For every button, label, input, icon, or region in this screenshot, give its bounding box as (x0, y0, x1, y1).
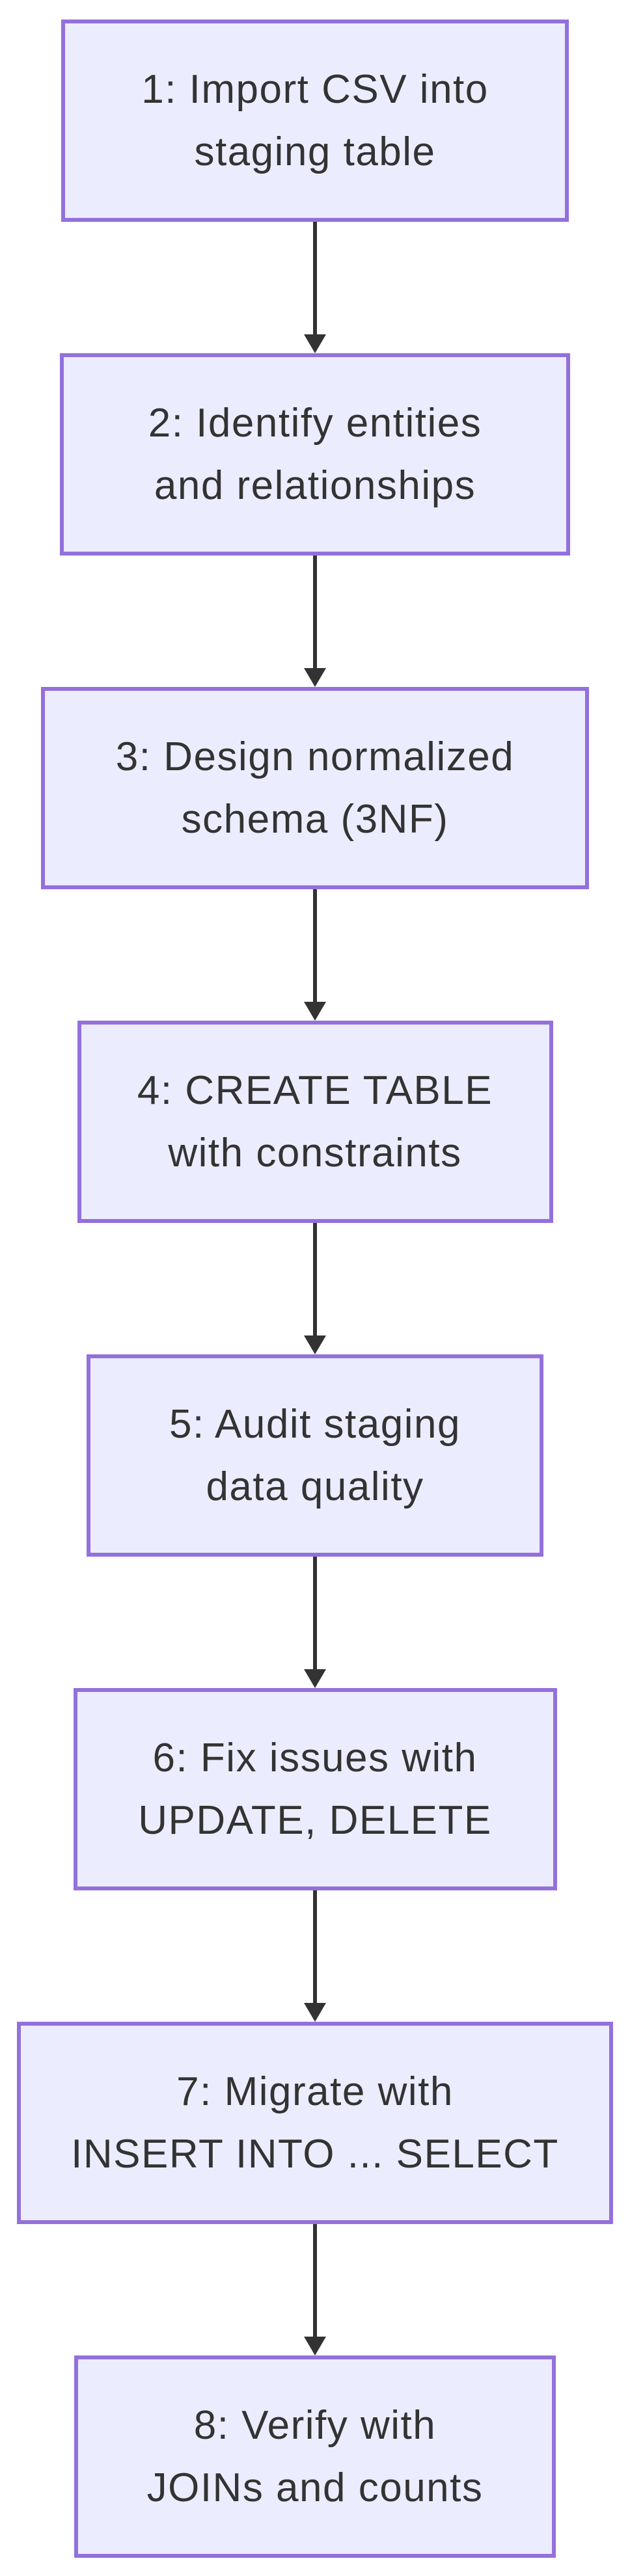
node-label-line: data quality (206, 1464, 424, 1509)
node-label-line: 3: Design normalized (115, 734, 515, 779)
node-label-line: 4: CREATE TABLE (137, 1067, 493, 1113)
node-label-line: UPDATE, DELETE (138, 1797, 492, 1843)
arrow-line (313, 556, 317, 668)
edge-step7-step8 (304, 2224, 326, 2355)
arrowhead-down-icon (304, 334, 326, 353)
edge-step1-step2 (304, 222, 326, 353)
arrowhead-down-icon (304, 1669, 326, 1688)
node-label-line: schema (3NF) (181, 796, 449, 842)
node-label-line: 8: Verify with (193, 2402, 437, 2448)
flow-node-step4: 4: CREATE TABLE with constraints (77, 1021, 553, 1223)
node-label-line: 5: Audit staging (169, 1401, 461, 1447)
flow-node-step5: 5: Audit staging data quality (87, 1354, 543, 1557)
edge-step6-step7 (304, 1890, 326, 2022)
node-label-line: and relationships (154, 463, 476, 508)
flow-node-step6: 6: Fix issues with UPDATE, DELETE (73, 1688, 557, 1890)
edge-step5-step6 (304, 1557, 326, 1688)
node-label-line: 7: Migrate with (176, 2069, 454, 2114)
arrow-line (313, 889, 317, 1002)
flow-node-step1: 1: Import CSV into staging table (61, 20, 569, 222)
node-label-line: 2: Identify entities (148, 400, 482, 446)
node-label-line: JOINs and counts (146, 2465, 484, 2510)
node-label-line: staging table (194, 129, 436, 174)
arrow-line (313, 1890, 317, 2003)
flow-node-step2: 2: Identify entities and relationships (60, 353, 570, 556)
arrowhead-down-icon (304, 2337, 326, 2355)
arrow-line (313, 1557, 317, 1669)
arrow-line (313, 2224, 317, 2337)
arrowhead-down-icon (304, 1002, 326, 1021)
flow-node-step7: 7: Migrate with INSERT INTO ... SELECT (17, 2022, 613, 2224)
edge-step4-step5 (304, 1223, 326, 1354)
node-label-line: 1: Import CSV into (141, 66, 489, 112)
node-label-line: INSERT INTO ... SELECT (71, 2131, 559, 2177)
arrowhead-down-icon (304, 2003, 326, 2022)
arrowhead-down-icon (304, 1335, 326, 1354)
node-label-line: 6: Fix issues with (152, 1735, 478, 1780)
arrowhead-down-icon (304, 668, 326, 687)
node-label-line: with constraints (168, 1130, 462, 1175)
flow-node-step8: 8: Verify with JOINs and counts (74, 2355, 556, 2558)
edge-step2-step3 (304, 556, 326, 687)
edge-step3-step4 (304, 889, 326, 1021)
flow-node-step3: 3: Design normalized schema (3NF) (41, 687, 589, 889)
arrow-line (313, 1223, 317, 1335)
arrow-line (313, 222, 317, 334)
